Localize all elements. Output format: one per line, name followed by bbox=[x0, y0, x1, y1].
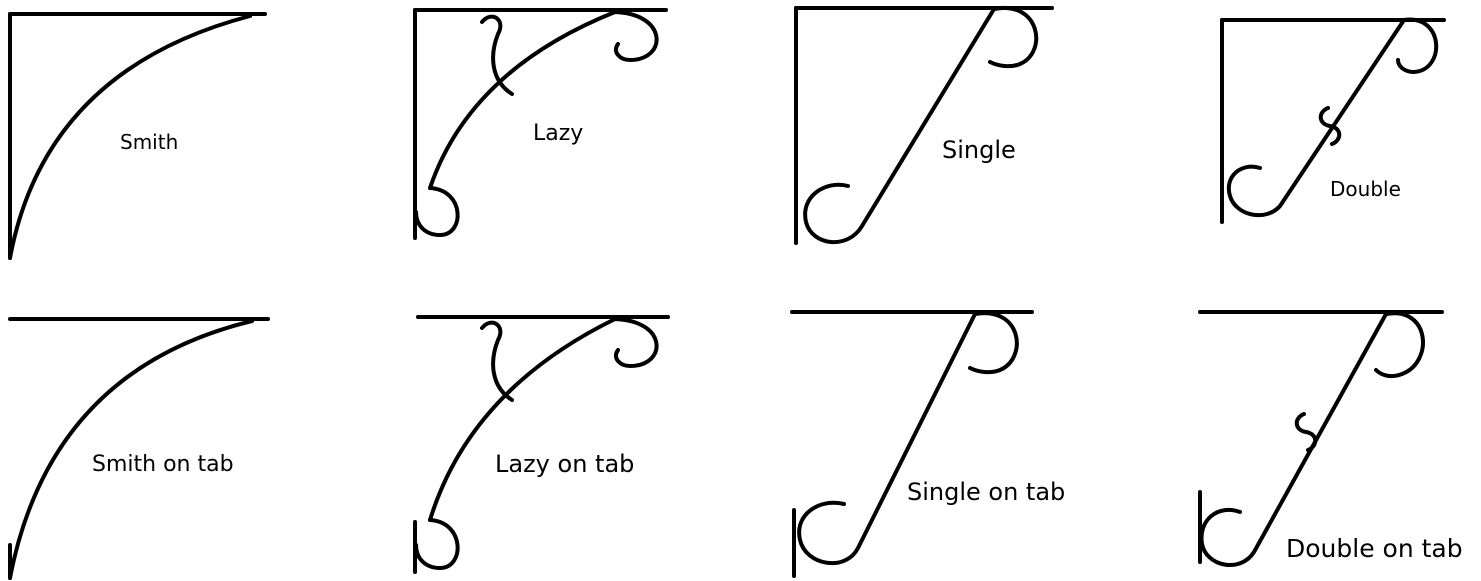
bracket-lower-scroll bbox=[414, 186, 460, 237]
bracket-label-double: Double bbox=[1330, 177, 1401, 201]
bracket-label-smith: Smith bbox=[120, 130, 178, 154]
bracket-label-lazy-on-tab: Lazy on tab bbox=[495, 450, 634, 478]
bracket-single-on-tab: Single on tab bbox=[790, 310, 1065, 578]
bracket-main-curve bbox=[428, 317, 617, 522]
bracket-label-lazy: Lazy bbox=[533, 121, 583, 146]
bracket-diagonal-scroll bbox=[797, 312, 977, 566]
bracket-lazy: Lazy bbox=[413, 8, 668, 240]
bracket-top-scroll bbox=[988, 5, 1039, 69]
bracket-label-single: Single bbox=[942, 136, 1016, 164]
bracket-brace-curve bbox=[8, 319, 254, 580]
bracket-smith: Smith bbox=[8, 12, 267, 260]
bracket-top-scroll bbox=[1374, 311, 1425, 379]
bracket-label-single-on-tab: Single on tab bbox=[907, 478, 1065, 506]
bracket-upper-scroll bbox=[480, 320, 514, 402]
bracket-main-curve bbox=[428, 10, 617, 190]
bracket-single: Single bbox=[794, 5, 1054, 245]
bracket-middle-s-scroll bbox=[1318, 106, 1342, 146]
bracket-diagonal-scroll bbox=[803, 7, 996, 244]
bracket-upper-scroll bbox=[480, 14, 514, 96]
bracket-top-scroll bbox=[1396, 17, 1439, 74]
bracket-diagonal-scroll bbox=[1226, 18, 1406, 217]
bracket-brace-curve bbox=[8, 14, 252, 260]
bracket-lower-scroll bbox=[414, 518, 460, 570]
bracket-double: Double bbox=[1220, 17, 1446, 224]
bracket-smith-on-tab: Smith on tab bbox=[8, 317, 270, 580]
bracket-top-scroll bbox=[968, 311, 1019, 375]
bracket-right-scroll bbox=[610, 10, 659, 62]
bracket-right-scroll bbox=[610, 317, 659, 368]
bracket-lazy-on-tab: Lazy on tab bbox=[413, 315, 670, 574]
bracket-label-double-on-tab: Double on tab bbox=[1286, 534, 1463, 563]
bracket-double-on-tab: Double on tab bbox=[1198, 310, 1463, 568]
bracket-label-smith-on-tab: Smith on tab bbox=[92, 452, 234, 477]
bracket-middle-s-scroll bbox=[1294, 412, 1318, 452]
bracket-diagonal-scroll bbox=[1199, 312, 1388, 568]
